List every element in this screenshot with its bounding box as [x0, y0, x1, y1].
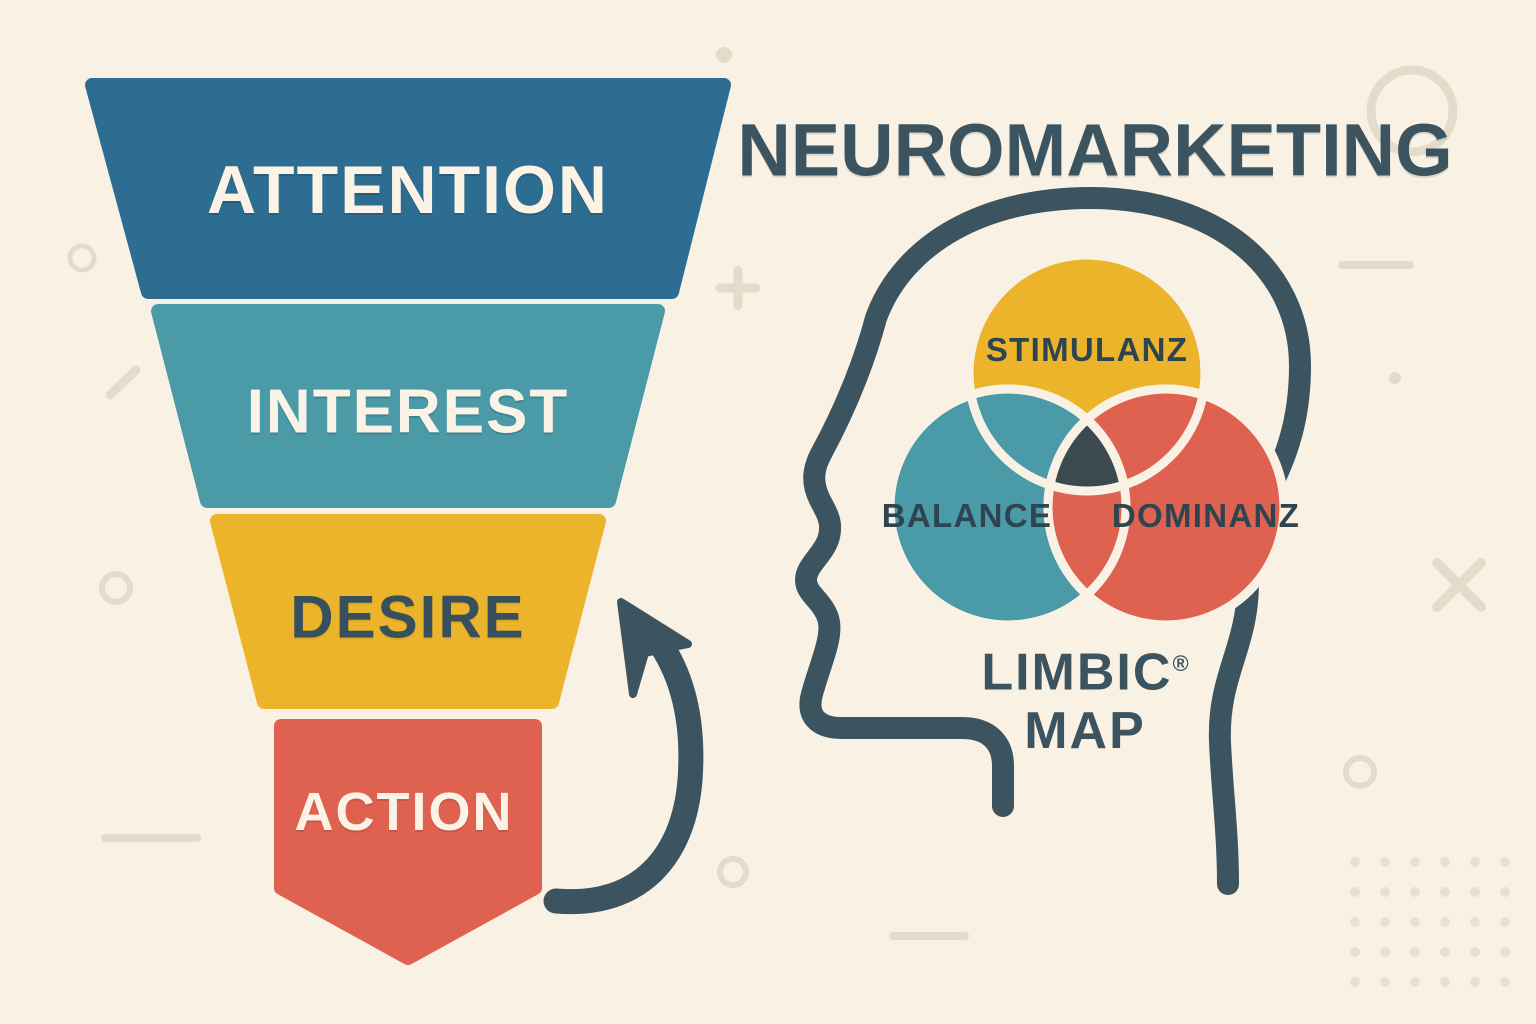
limbic-caption-line1: LIMBIC®: [981, 636, 1188, 700]
venn-outline-balance: [885, 384, 1131, 630]
decor-circle-outline: [1366, 65, 1458, 157]
page-title: NEUROMARKETING: [737, 108, 1453, 192]
venn-label-dominanz: DOMINANZ: [1111, 497, 1301, 534]
limbic-caption-word: LIMBIC: [981, 643, 1173, 702]
decor-circle-outline: [99, 571, 133, 605]
funnel-label-interest: INTEREST: [246, 377, 570, 447]
decoration-layer: [67, 47, 1510, 987]
venn-label-stimulanz: STIMULANZ: [985, 331, 1189, 368]
aida-funnel: [85, 78, 731, 965]
arrow-head: [617, 598, 692, 698]
limbic-map-caption: LIMBIC® MAP: [981, 636, 1188, 760]
funnel-label-action: ACTION: [294, 782, 514, 842]
decor-circle-outline: [1343, 755, 1377, 789]
decor-circle-outline: [67, 243, 97, 273]
decor-x-mark-icon: [1432, 558, 1486, 612]
decor-plus-icon: [715, 265, 761, 311]
funnel-label-desire: DESIRE: [290, 583, 526, 651]
venn-label-balance: BALANCE: [881, 497, 1053, 534]
venn-outline-dominanz: [1043, 384, 1289, 630]
limbic-caption-line2: MAP: [1024, 702, 1146, 761]
decor-dot-filled: [716, 47, 732, 63]
funnel-stage-attention[interactable]: [85, 78, 731, 299]
curved-feedback-arrow: [543, 598, 704, 915]
arrow-shaft: [543, 626, 704, 915]
decor-dot-grid: [1350, 857, 1510, 987]
funnel-stage-action[interactable]: [274, 719, 542, 965]
limbic-map-venn: [885, 250, 1289, 630]
head-profile-outline: [795, 187, 1311, 895]
decor-dot-filled: [1389, 372, 1401, 384]
head-outline-path: [795, 187, 1311, 895]
funnel-stage-desire[interactable]: [210, 514, 606, 709]
funnel-label-attention: ATTENTION: [206, 152, 610, 228]
venn-outline-stimulanz: [964, 250, 1210, 496]
registered-trademark-icon: ®: [1172, 651, 1189, 676]
decor-circle-outline: [717, 856, 749, 888]
funnel-stage-interest[interactable]: [151, 304, 665, 508]
decor-diagonal-dash: [105, 365, 141, 400]
